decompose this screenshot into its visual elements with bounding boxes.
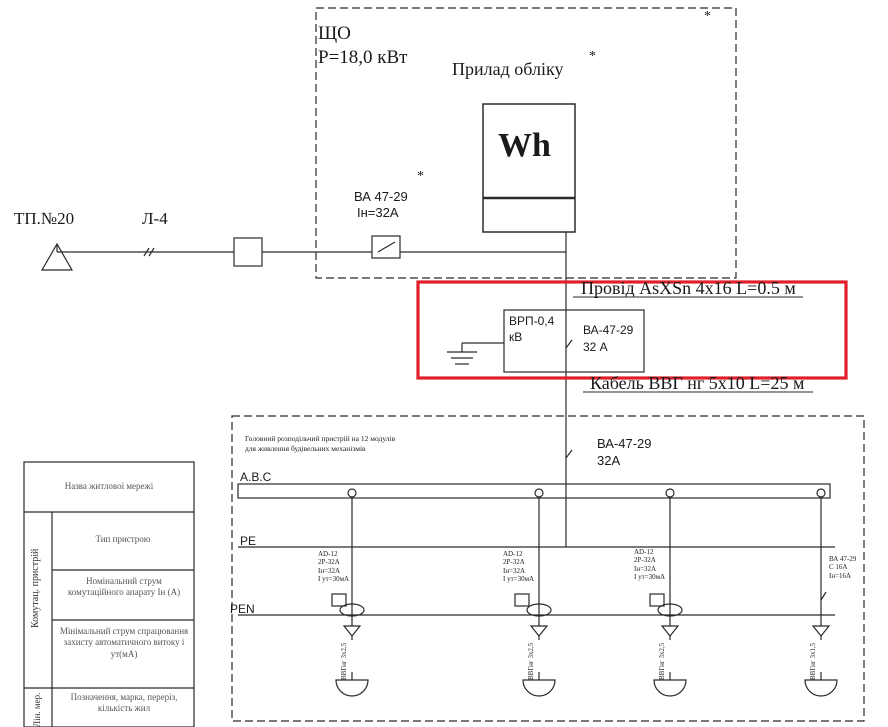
substation-symbol bbox=[40, 242, 74, 271]
bus-abc-label: А.В.С bbox=[240, 470, 272, 484]
board-description-2: для живлення будівельних механізмів bbox=[245, 444, 366, 453]
abc-busbar bbox=[237, 483, 831, 499]
vrp-voltage: кВ bbox=[509, 330, 523, 344]
breaker-model: ВА 47-29 bbox=[354, 189, 408, 204]
highlight-box bbox=[416, 280, 848, 380]
line-label: Л-4 bbox=[142, 209, 168, 228]
table-min-current: Мінімальний струм спрацювання захисту ав… bbox=[59, 626, 189, 659]
main-board-frame bbox=[231, 415, 865, 722]
cable-1-label: ВВГнг 3х2,5 bbox=[340, 642, 348, 680]
cabinet-asterisk: * bbox=[704, 9, 711, 24]
spec-table bbox=[23, 461, 195, 727]
substation-label: ТП.№20 bbox=[14, 209, 75, 228]
breaker-rating: Iн=32А bbox=[357, 205, 399, 220]
meter-symbol: Wh bbox=[498, 127, 551, 164]
vrp-breaker-model: ВА-47-29 bbox=[583, 323, 634, 337]
meter-asterisk: * bbox=[589, 49, 596, 64]
upper-wire-label: Провід AsXSn 4x16 L=0.5 м bbox=[581, 278, 796, 298]
breaker-4-label: ВА 47-29 С 16А Iн=16А bbox=[829, 555, 857, 580]
cable-2-label: ВВГнг 3х2,5 bbox=[527, 642, 535, 680]
table-group-switching: Комутац. пристрій bbox=[30, 548, 41, 628]
bus-pe-label: PE bbox=[240, 534, 257, 548]
meter-box bbox=[482, 103, 576, 233]
cabinet-name: ЩО bbox=[318, 23, 351, 44]
cable-3-label: ВВГнг 3х2,5 bbox=[658, 642, 666, 680]
table-device-type: Тип пристрою bbox=[95, 534, 151, 544]
main-breaker-model: ВА-47-29 bbox=[597, 436, 652, 451]
vrp-box bbox=[503, 309, 645, 373]
table-network-name: Назва житлової мережі bbox=[64, 481, 154, 491]
board-description-1: Головний розподільчий пристрій на 12 мод… bbox=[245, 434, 396, 443]
table-designation: Позначення, марка, переріз, кількість жи… bbox=[70, 692, 178, 714]
vrp-breaker-rating: 32 А bbox=[583, 340, 608, 354]
rcd-2-label: АD-12 2Р-32А Iн=32А I ут=30мА bbox=[503, 550, 535, 584]
cabinet-power: Р=18,0 кВт bbox=[318, 47, 408, 68]
rcd-1-label: АD-12 2Р-32А Iн=32А I ут=30мА bbox=[318, 550, 350, 584]
table-nominal-current: Номінальний струм комутаційного апарату … bbox=[67, 576, 181, 598]
meter-label: Прилад обліку bbox=[452, 59, 564, 79]
breaker-box bbox=[371, 235, 401, 259]
bus-pen-label: PEN bbox=[230, 602, 255, 616]
line-terminal-box bbox=[233, 237, 263, 267]
breaker-asterisk: * bbox=[417, 169, 424, 184]
cable-4-label: ВВГнг 3х1,5 bbox=[809, 642, 817, 680]
lower-cable-label: Кабель ВВГ нг 5х10 L=25 м bbox=[590, 373, 805, 393]
meter-cabinet-frame bbox=[315, 7, 737, 279]
table-group-line: Лін. мер. bbox=[32, 692, 42, 727]
main-breaker-rating: 32А bbox=[597, 453, 621, 468]
vrp-name: ВРП-0,4 bbox=[509, 314, 555, 328]
rcd-3-label: АD-12 2Р-32А Iн=32А I ут=30мА bbox=[634, 548, 666, 582]
